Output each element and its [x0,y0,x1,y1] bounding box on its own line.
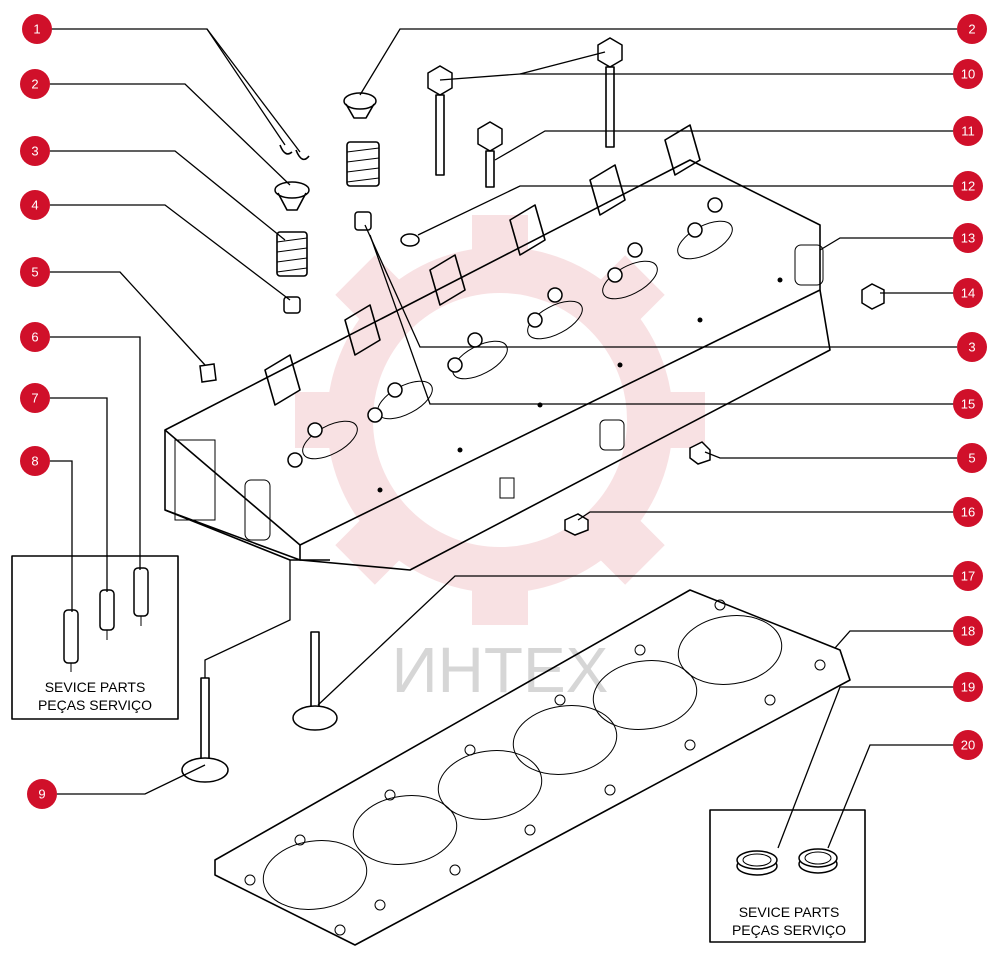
callout-18: 18 [953,616,983,646]
valve-seat-insert-1 [736,850,778,876]
callout-5-right: 5 [957,443,987,473]
svg-text:6: 6 [31,330,38,345]
svg-text:20: 20 [961,738,975,753]
callout-1: 1 [22,14,52,44]
intake-valve [292,631,338,731]
callout-20: 20 [953,730,983,760]
valve-guide-1 [63,609,79,672]
service-parts-box-left: SEVICE PARTS PEÇAS SERVIÇO [11,555,179,720]
leader-lines [50,28,957,849]
plug-bottom [564,513,589,536]
pecas-servico-label: PEÇAS SERVIÇO [732,922,846,938]
svg-text:3: 3 [31,144,38,159]
svg-text:14: 14 [961,286,975,301]
nut-left [199,363,217,383]
head-bolt-long-2 [597,37,623,148]
valve-seat-insert-2 [798,848,838,874]
callout-14: 14 [953,278,983,308]
head-gasket [214,589,851,946]
svg-text:13: 13 [961,231,975,246]
svg-text:15: 15 [961,397,975,412]
callout-5-left: 5 [20,257,50,287]
callout-9: 9 [27,779,57,809]
svg-text:19: 19 [961,680,975,695]
callout-15: 15 [953,389,983,419]
valve-spring-left [276,231,308,277]
svg-text:4: 4 [31,198,38,213]
nut-right [689,441,711,465]
svg-text:9: 9 [38,787,45,802]
callout-16: 16 [953,497,983,527]
svg-text:11: 11 [961,124,975,139]
exhaust-valve [181,677,229,783]
svg-text:18: 18 [961,624,975,639]
valve-spring-center [346,141,380,187]
svg-text:12: 12 [961,179,975,194]
gear-watermark-icon [295,215,705,625]
callout-19: 19 [953,672,983,702]
callout-8: 8 [20,446,50,476]
callout-2-left: 2 [20,69,50,99]
svg-text:5: 5 [31,265,38,280]
valve-guide-2 [99,589,115,640]
svg-text:3: 3 [968,340,975,355]
plug-right [861,283,885,310]
svg-text:5: 5 [968,451,975,466]
svg-text:16: 16 [961,505,975,520]
svg-text:7: 7 [31,391,38,406]
callout-3-left: 3 [20,136,50,166]
callout-7: 7 [20,383,50,413]
svg-text:1: 1 [33,22,40,37]
svg-text:8: 8 [31,454,38,469]
head-bolt-long-1 [427,65,453,176]
callout-10: 10 [953,59,983,89]
callout-11: 11 [953,116,983,146]
svg-text:2: 2 [968,22,975,37]
svg-text:10: 10 [961,67,975,82]
head-bolt-short [477,121,503,188]
callout-12: 12 [953,171,983,201]
callout-6: 6 [20,322,50,352]
seal-ring [400,233,420,247]
svg-text:2: 2 [31,77,38,92]
valve-seal-left [283,296,301,314]
service-parts-label: SEVICE PARTS [45,679,146,695]
service-parts-box-right: SEVICE PARTS PEÇAS SERVIÇO [709,809,866,943]
callout-4: 4 [20,190,50,220]
valve-guide-3 [133,567,149,626]
callout-17: 17 [953,561,983,591]
callout-3-right: 3 [957,332,987,362]
spring-retainer-left [274,181,310,211]
callout-badges: 1 2 3 4 5 6 7 8 9 2 10 11 12 13 14 3 15 … [20,14,987,809]
pecas-servico-label: PEÇAS SERVIÇO [38,697,152,713]
spring-retainer-center [343,92,377,119]
valve-keepers-left [279,144,310,161]
service-parts-label: SEVICE PARTS [739,904,840,920]
watermark: ИНТЕХ [295,215,705,706]
svg-text:17: 17 [961,569,975,584]
watermark-text: ИНТЕХ [392,634,609,706]
valve-seal-center [354,211,372,231]
callout-2-right: 2 [957,14,987,44]
callout-13: 13 [953,223,983,253]
